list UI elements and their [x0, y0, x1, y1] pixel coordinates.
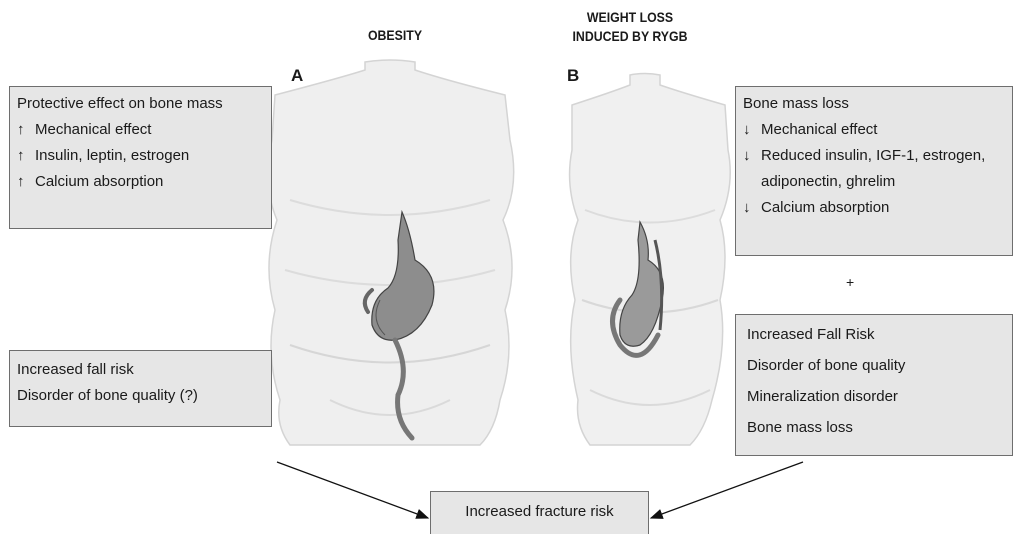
up-arrow-icon: ↑ [17, 117, 35, 143]
list-item: Disorder of bone quality (?) [17, 383, 271, 409]
panel-label-a: A [291, 66, 303, 86]
obese-torso-illustration [268, 60, 514, 445]
header-weight-loss: WEIGHT LOSS INDUCED BY RYGB [564, 8, 696, 46]
list-item: ↓Calcium absorption [743, 195, 1012, 221]
header-obesity: OBESITY [347, 26, 444, 45]
down-arrow-icon: ↓ [743, 195, 761, 221]
list-item: Disorder of bone quality [747, 350, 1012, 381]
header-weight-loss-line1: WEIGHT LOSS [564, 8, 696, 27]
panel-label-b: B [567, 66, 579, 86]
fracture-risk-label: Increased fracture risk [465, 503, 613, 520]
header-weight-loss-line2: INDUCED BY RYGB [564, 27, 696, 46]
list-item: Increased fall risk [17, 357, 271, 383]
list-item: Mineralization disorder [747, 381, 1012, 412]
list-item: ↑Mechanical effect [17, 117, 271, 143]
list-item: ↓Mechanical effect [743, 117, 1012, 143]
protective-effect-box: Protective effect on bone mass ↑Mechanic… [9, 86, 272, 229]
down-arrow-icon: ↓ [743, 143, 761, 169]
down-arrow-icon: ↓ [743, 117, 761, 143]
connector-arrow-right [651, 462, 803, 518]
list-item: ↑Calcium absorption [17, 169, 271, 195]
obesity-risk-box: Increased fall risk Disorder of bone qua… [9, 350, 272, 427]
up-arrow-icon: ↑ [17, 169, 35, 195]
list-item: Increased Fall Risk [747, 319, 1012, 350]
rygb-risk-box: Increased Fall Risk Disorder of bone qua… [735, 314, 1013, 456]
plus-sign: + [846, 274, 854, 290]
box-title: Bone mass loss [743, 91, 1012, 117]
post-rygb-torso-illustration [570, 74, 731, 446]
fracture-risk-box: Increased fracture risk [430, 491, 649, 534]
list-item: Bone mass loss [747, 412, 1012, 443]
list-item-continuation: adiponectin, ghrelim [743, 169, 1012, 195]
list-item: ↑Insulin, leptin, estrogen [17, 143, 271, 169]
bone-mass-loss-box: Bone mass loss ↓Mechanical effect ↓Reduc… [735, 86, 1013, 256]
up-arrow-icon: ↑ [17, 143, 35, 169]
list-item: ↓Reduced insulin, IGF-1, estrogen, [743, 143, 1012, 169]
connector-arrow-left [277, 462, 428, 518]
box-title: Protective effect on bone mass [17, 91, 271, 117]
